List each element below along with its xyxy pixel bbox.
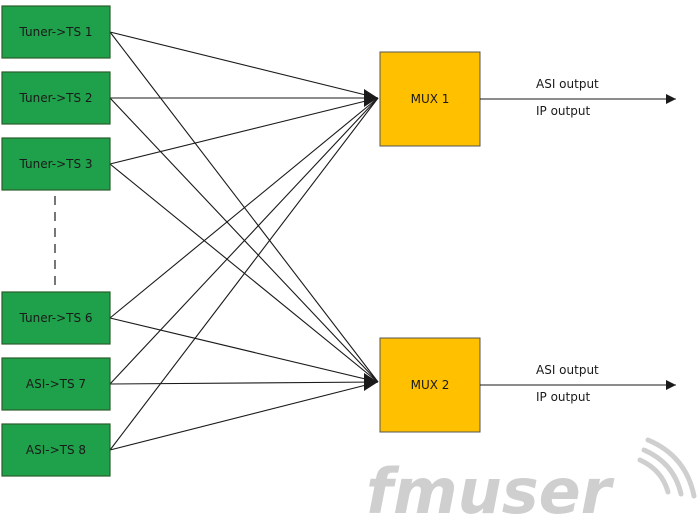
- input-box-2: Tuner->TS 2: [1, 71, 111, 125]
- mux-box-rect: [379, 51, 481, 147]
- input-box-rect: [1, 71, 111, 125]
- watermark-signal-arc-icon: [641, 447, 684, 497]
- connection-line-5-to-mux-1: [109, 97, 379, 385]
- input-box-rect: [1, 291, 111, 345]
- connection-line-5-to-mux-2: [109, 381, 379, 385]
- input-box-rect: [1, 357, 111, 411]
- watermark-logo-text: fmuser: [366, 455, 615, 525]
- connection-line-1-to-mux-2: [109, 31, 379, 383]
- input-label: Tuner->TS 3: [18, 157, 92, 171]
- mux-1-input-arrowhead: [364, 89, 378, 107]
- mux-2-output-label-1: ASI output: [536, 363, 599, 377]
- input-label: ASI->TS 8: [26, 443, 86, 457]
- mux-box-1: MUX 1: [379, 51, 481, 147]
- watermark-signal-arc-icon: [637, 457, 671, 495]
- input-box-1: Tuner->TS 1: [1, 5, 111, 59]
- mux-2-input-arrowhead: [364, 373, 378, 391]
- connection-line-1-to-mux-1: [109, 31, 379, 99]
- mux-2-output-label-2: IP output: [536, 390, 590, 404]
- input-label: Tuner->TS 6: [18, 311, 92, 325]
- input-box-rect: [1, 423, 111, 477]
- connection-line-3-to-mux-2: [109, 163, 379, 383]
- input-box-4: Tuner->TS 6: [1, 291, 111, 345]
- input-box-3: Tuner->TS 3: [1, 137, 111, 191]
- mux-1-output-label-1: ASI output: [536, 77, 599, 91]
- mux-box-rect: [379, 337, 481, 433]
- connection-line-4-to-mux-2: [109, 317, 379, 383]
- input-label: Tuner->TS 2: [18, 91, 92, 105]
- connection-line-4-to-mux-1: [109, 97, 379, 319]
- mux-label: MUX 1: [411, 92, 450, 106]
- connection-line-2-to-mux-2: [109, 97, 379, 383]
- connection-line-6-to-mux-1: [109, 97, 379, 451]
- input-label: Tuner->TS 1: [18, 25, 92, 39]
- input-box-6: ASI->TS 8: [1, 423, 111, 477]
- input-box-rect: [1, 137, 111, 191]
- mux-boxes: MUX 1 MUX 2: [379, 51, 481, 433]
- input-boxes: Tuner->TS 1 Tuner->TS 2 Tuner->TS 3 Tuner->…: [1, 5, 111, 477]
- watermark-signal-arc-icon: [645, 437, 697, 499]
- connection-line-6-to-mux-2: [109, 381, 379, 451]
- input-box-rect: [1, 5, 111, 59]
- fmuser-watermark: fmuser: [366, 437, 697, 525]
- mux-1-output-label-2: IP output: [536, 104, 590, 118]
- mux-label: MUX 2: [411, 378, 450, 392]
- input-box-5: ASI->TS 7: [1, 357, 111, 411]
- connection-line-3-to-mux-1: [109, 97, 379, 165]
- input-label: ASI->TS 7: [26, 377, 86, 391]
- mux-box-2: MUX 2: [379, 337, 481, 433]
- connection-lines: [109, 31, 379, 451]
